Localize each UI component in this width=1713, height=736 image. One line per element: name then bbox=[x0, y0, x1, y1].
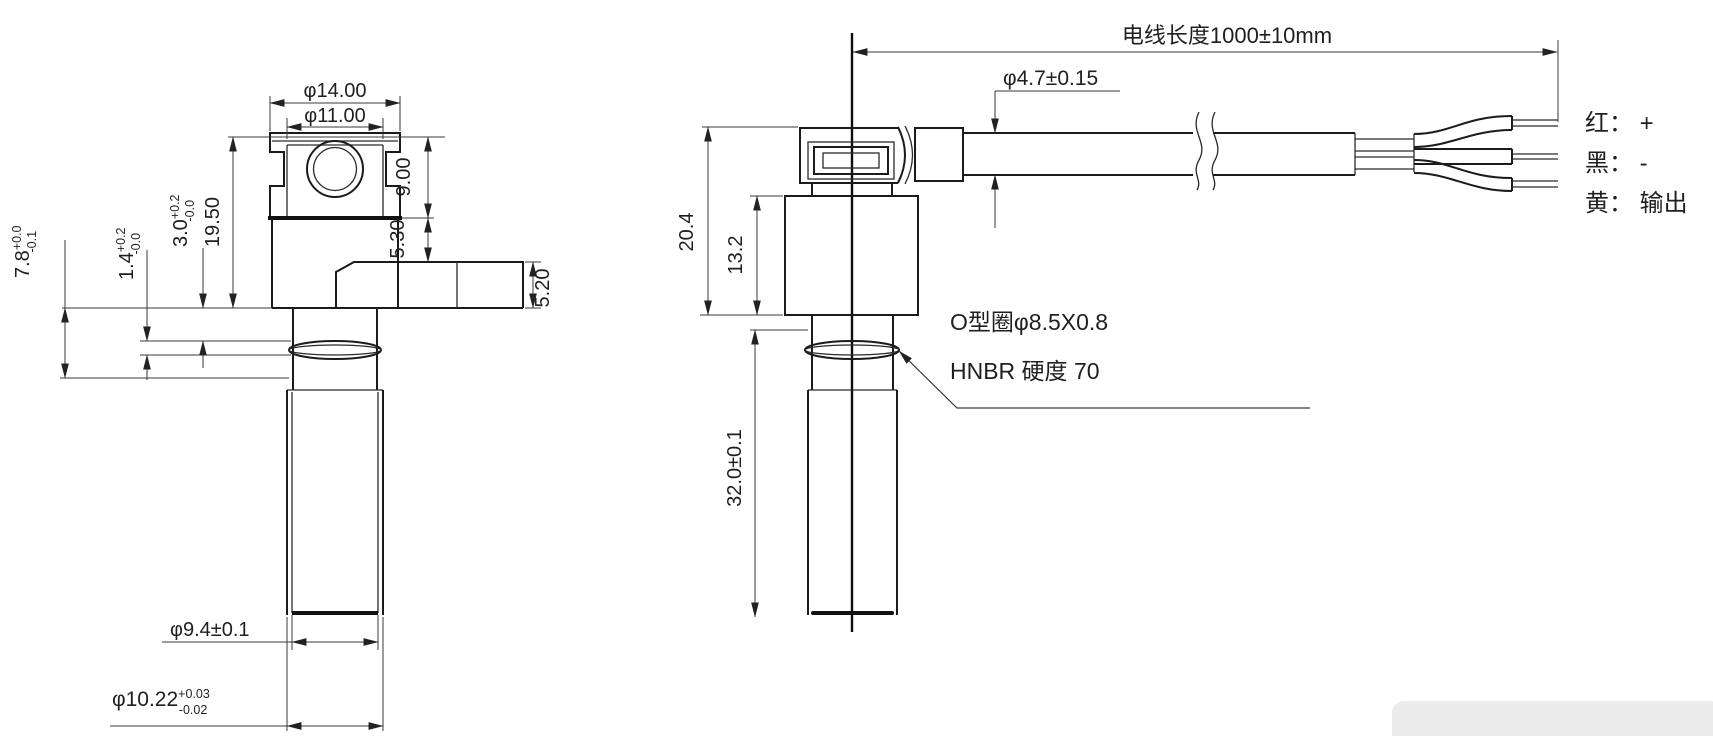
dim-height-13-2: 13.2 bbox=[725, 195, 761, 316]
flange-tab bbox=[335, 261, 524, 308]
dim-height-19-50-label: 19.50 bbox=[202, 197, 224, 247]
watermark-box bbox=[1392, 701, 1713, 736]
dim-cable-diameter: φ4.7±0.15 bbox=[991, 67, 1120, 228]
dim-height-13-2-label: 13.2 bbox=[725, 236, 747, 275]
dim-height-19-50: 19.50 bbox=[202, 136, 237, 309]
o-ring-spec-label: O型圈φ8.5X0.8 bbox=[950, 309, 1108, 335]
dim-height-5-20: 5.20 bbox=[529, 261, 554, 309]
cable-hole-inner bbox=[312, 146, 358, 192]
dim-height-3-0-label: 3.0+0.2-0.0 bbox=[168, 194, 197, 247]
wire-black bbox=[1414, 148, 1558, 165]
side-view: 红： + 黑： - 黄： 输出 20.4 13.2 32.0±0.1 φ4.7 bbox=[676, 23, 1688, 632]
wire-yellow bbox=[1413, 159, 1558, 192]
dim-height-32-0: 32.0±0.1 bbox=[724, 329, 759, 618]
dim-wire-length: 电线长度1000±10mm bbox=[852, 23, 1558, 56]
dim-height-32-0-label: 32.0±0.1 bbox=[724, 429, 746, 507]
wire-label-yellow: 黄： 输出 bbox=[1585, 190, 1688, 217]
cable-sleeve bbox=[914, 127, 964, 182]
connector-recess-outer bbox=[807, 141, 895, 180]
dim-height-9-00-label: 9.00 bbox=[393, 158, 415, 197]
dim-height-7-8: 7.8+0.0-0.1 bbox=[10, 225, 69, 379]
dim-diameter-11-label: φ11.00 bbox=[304, 105, 366, 127]
dim-height-1-4-label: 1.4+0.2-0.0 bbox=[114, 227, 143, 280]
wire-label-black: 黑： - bbox=[1585, 150, 1648, 177]
wire-red bbox=[1413, 115, 1558, 148]
dim-diameter-10-22: φ10.22+0.03-0.02 bbox=[110, 687, 384, 730]
dim-diameter-14: φ14.00 bbox=[269, 80, 401, 107]
dim-cable-diameter-label: φ4.7±0.15 bbox=[1003, 67, 1098, 90]
dim-diameter-9-4: φ9.4±0.1 bbox=[162, 619, 379, 646]
cable-hole-outer bbox=[306, 140, 364, 198]
connector-recess-inner bbox=[822, 152, 880, 169]
o-ring-material-label: HNBR 硬度 70 bbox=[950, 358, 1100, 384]
dim-height-5-20-label: 5.20 bbox=[532, 269, 554, 308]
dim-height-3-0: 3.0+0.2-0.0 bbox=[168, 194, 207, 368]
dim-diameter-11: φ11.00 bbox=[286, 105, 384, 131]
dim-height-7-8-label: 7.8+0.0-0.1 bbox=[10, 225, 39, 278]
dim-height-20-4-label: 20.4 bbox=[676, 213, 698, 252]
dim-height-5-30: 5.30 bbox=[387, 217, 432, 263]
dim-wire-length-label: 电线长度1000±10mm bbox=[1122, 23, 1332, 48]
dim-height-5-30-label: 5.30 bbox=[387, 220, 409, 259]
dim-diameter-9-4-label: φ9.4±0.1 bbox=[170, 619, 250, 641]
dim-diameter-14-label: φ14.00 bbox=[303, 80, 366, 102]
o-ring-callout: O型圈φ8.5X0.8 HNBR 硬度 70 bbox=[898, 309, 1310, 409]
dim-height-20-4: 20.4 bbox=[676, 126, 712, 316]
o-ring bbox=[288, 340, 382, 360]
cable-break-symbol bbox=[1195, 111, 1203, 191]
connector-recess-mid bbox=[813, 146, 889, 175]
dim-diameter-10-22-label: φ10.22+0.03-0.02 bbox=[112, 687, 210, 717]
connector-head-outline bbox=[269, 132, 401, 219]
sensor-body bbox=[784, 195, 919, 316]
front-view: φ14.00 φ11.00 19.50 9.00 5.30 5.20 bbox=[10, 80, 554, 731]
dim-height-1-4: 1.4+0.2-0.0 bbox=[114, 227, 151, 380]
wire-label-red: 红： + bbox=[1585, 110, 1654, 137]
connector-head-side bbox=[799, 127, 898, 184]
dim-height-9-00: 9.00 bbox=[393, 136, 432, 219]
